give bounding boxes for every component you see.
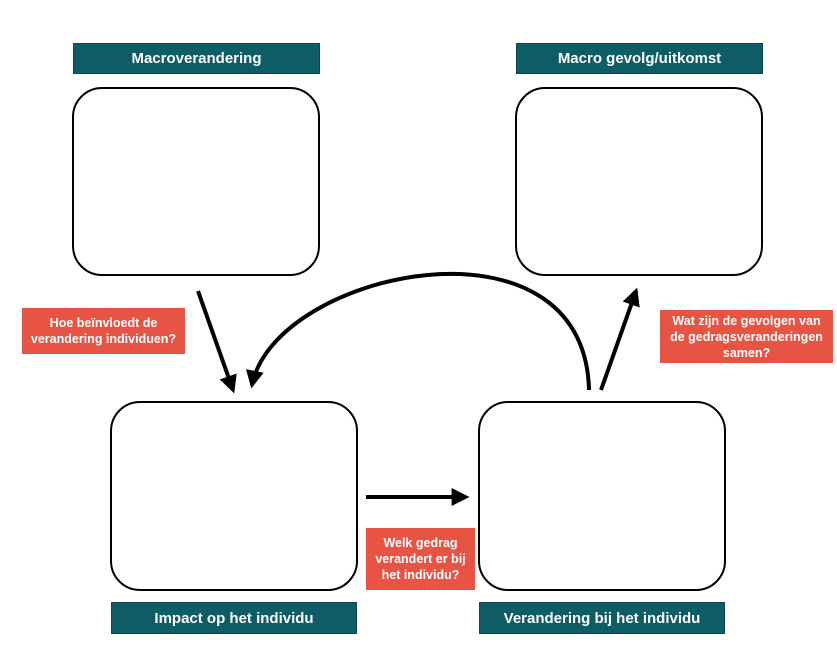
box-macro-gevolg[interactable]: [515, 87, 763, 276]
box-macroverandering[interactable]: [72, 87, 320, 276]
arrow-change-to-outcome: [599, 287, 640, 391]
question-consequences: Wat zijn de gevolgen van de gedragsveran…: [660, 310, 833, 363]
header-macroverandering: Macroverandering: [73, 43, 320, 74]
arrow-feedback-loop: [246, 271, 591, 391]
question-behavior: Welk gedrag verandert er bij het individ…: [366, 528, 475, 590]
header-impact-individu: Impact op het individu: [111, 602, 357, 634]
box-verandering-individu[interactable]: [478, 401, 726, 591]
box-impact-individu[interactable]: [110, 401, 358, 591]
header-verandering-individu: Verandering bij het individu: [479, 602, 725, 634]
header-macro-gevolg: Macro gevolg/uitkomst: [516, 43, 763, 74]
question-influence: Hoe beïnvloedt de verandering individuen…: [22, 308, 185, 354]
arrow-macro-to-impact: [196, 290, 237, 394]
